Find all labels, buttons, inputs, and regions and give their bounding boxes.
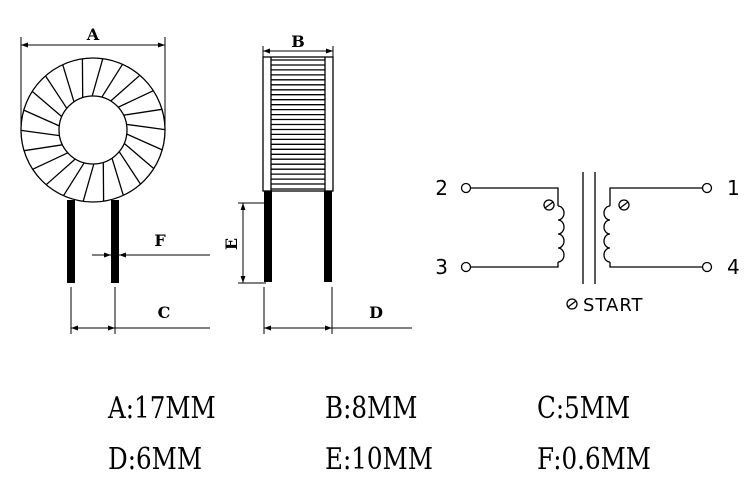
start-label: START xyxy=(583,295,644,316)
winding-strip xyxy=(31,90,63,118)
dimension-d xyxy=(263,287,412,334)
toroid-side-view xyxy=(262,56,334,192)
winding-strip xyxy=(20,129,60,137)
winding-right-coil xyxy=(603,205,611,263)
dimension-d-letter: D xyxy=(369,303,383,322)
side-leads xyxy=(264,191,332,282)
polarity-dot-left xyxy=(543,199,555,211)
toroid-windings xyxy=(20,58,166,202)
winding-strip xyxy=(110,74,141,102)
winding-left-coil xyxy=(557,205,565,263)
winding-strip xyxy=(82,163,95,202)
winding-strip xyxy=(111,158,124,196)
dimension-f-letter: F xyxy=(154,231,166,250)
winding-strip xyxy=(62,64,75,102)
pin-label-3: 3 xyxy=(435,255,448,279)
winding-right-top-wire xyxy=(609,187,703,206)
toroid-inner-edge xyxy=(58,95,128,165)
dimension-a xyxy=(20,37,166,130)
terminal-2 xyxy=(460,182,472,194)
lead-left xyxy=(67,200,75,283)
dimension-c-letter: C xyxy=(158,303,171,322)
side-coil-turns xyxy=(271,59,325,190)
toroid-outer-edge xyxy=(20,57,166,203)
side-lead-left xyxy=(264,191,272,282)
side-lead-right xyxy=(324,191,332,282)
polarity-dot-right xyxy=(618,199,630,211)
winding-strip xyxy=(23,144,63,152)
winding-strip xyxy=(118,151,142,185)
winding-strip xyxy=(45,158,76,186)
start-marker-dot xyxy=(566,298,578,310)
winding-right-bottom-wire xyxy=(609,262,703,268)
winding-strip xyxy=(32,152,69,170)
dimension-e-letter: E xyxy=(222,238,241,250)
pin-label-1: 1 xyxy=(727,176,740,200)
dimension-c xyxy=(70,287,210,334)
winding-strip xyxy=(23,109,60,127)
terminal-4 xyxy=(701,261,713,273)
dimension-b-letter: B xyxy=(291,32,305,51)
winding-strip xyxy=(91,58,104,97)
toroid-front-view xyxy=(20,57,166,203)
winding-strip xyxy=(62,162,85,197)
terminal-3 xyxy=(460,261,472,273)
winding-strip xyxy=(126,133,163,151)
winding-strip xyxy=(123,142,155,170)
winding-left-bottom-wire xyxy=(470,262,559,268)
dimension-e xyxy=(238,202,266,284)
spec-d: D:6MM xyxy=(108,442,203,477)
dimension-a-letter: A xyxy=(86,25,100,44)
spec-b: B:8MM xyxy=(325,391,418,426)
spec-f: F:0.6MM xyxy=(537,442,651,477)
dimension-b xyxy=(262,46,334,60)
winding-left-top-wire xyxy=(470,187,559,206)
spec-c: C:5MM xyxy=(537,391,631,426)
winding-strip xyxy=(101,63,124,98)
spec-a: A:17MM xyxy=(108,391,216,426)
winding-strip xyxy=(117,90,154,108)
winding-strip xyxy=(44,75,68,109)
schematic xyxy=(460,172,713,310)
spec-e: E:10MM xyxy=(325,442,433,477)
lead-right xyxy=(111,200,119,283)
terminal-1 xyxy=(701,182,713,194)
pin-label-4: 4 xyxy=(727,255,740,279)
front-leads xyxy=(67,200,119,283)
pin-label-2: 2 xyxy=(435,176,448,200)
winding-strip xyxy=(126,123,166,131)
winding-strip xyxy=(123,108,163,116)
